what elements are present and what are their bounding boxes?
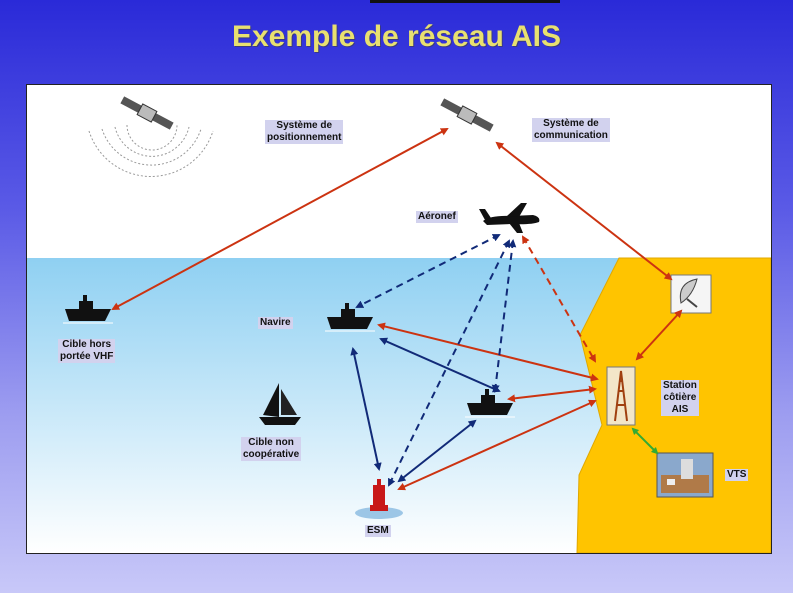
label-positioning-system: Système de positionnement <box>265 120 344 144</box>
label-coastal-station: Station côtière AIS <box>661 380 699 416</box>
radio-tower-icon <box>606 366 636 426</box>
label-non-cooperative-target: Cible non coopérative <box>241 437 302 461</box>
label-ship: Navire <box>258 317 293 329</box>
label-vts: VTS <box>725 469 749 481</box>
diagram-canvas <box>27 85 771 553</box>
satellite-icon <box>440 98 494 132</box>
label-communication-system: Système de communication <box>532 118 610 142</box>
sailboat-icon <box>259 383 301 425</box>
label-aircraft: Aéronef <box>416 211 458 223</box>
green-link <box>631 427 659 455</box>
page-title: Exemple de réseau AIS <box>231 20 562 53</box>
diagram-panel: Système de positionnement Système de com… <box>26 84 772 554</box>
blue-dashed-links <box>355 234 517 487</box>
antenna-dish-icon <box>670 274 712 314</box>
buoy-icon <box>355 479 403 519</box>
label-esm: ESM <box>365 525 391 537</box>
label-out-of-range-target: Cible hors portée VHF <box>58 339 116 363</box>
satellite-icon <box>120 96 174 130</box>
ship-icon <box>63 295 113 324</box>
top-bar <box>370 0 560 3</box>
vts-building-icon <box>656 452 714 498</box>
